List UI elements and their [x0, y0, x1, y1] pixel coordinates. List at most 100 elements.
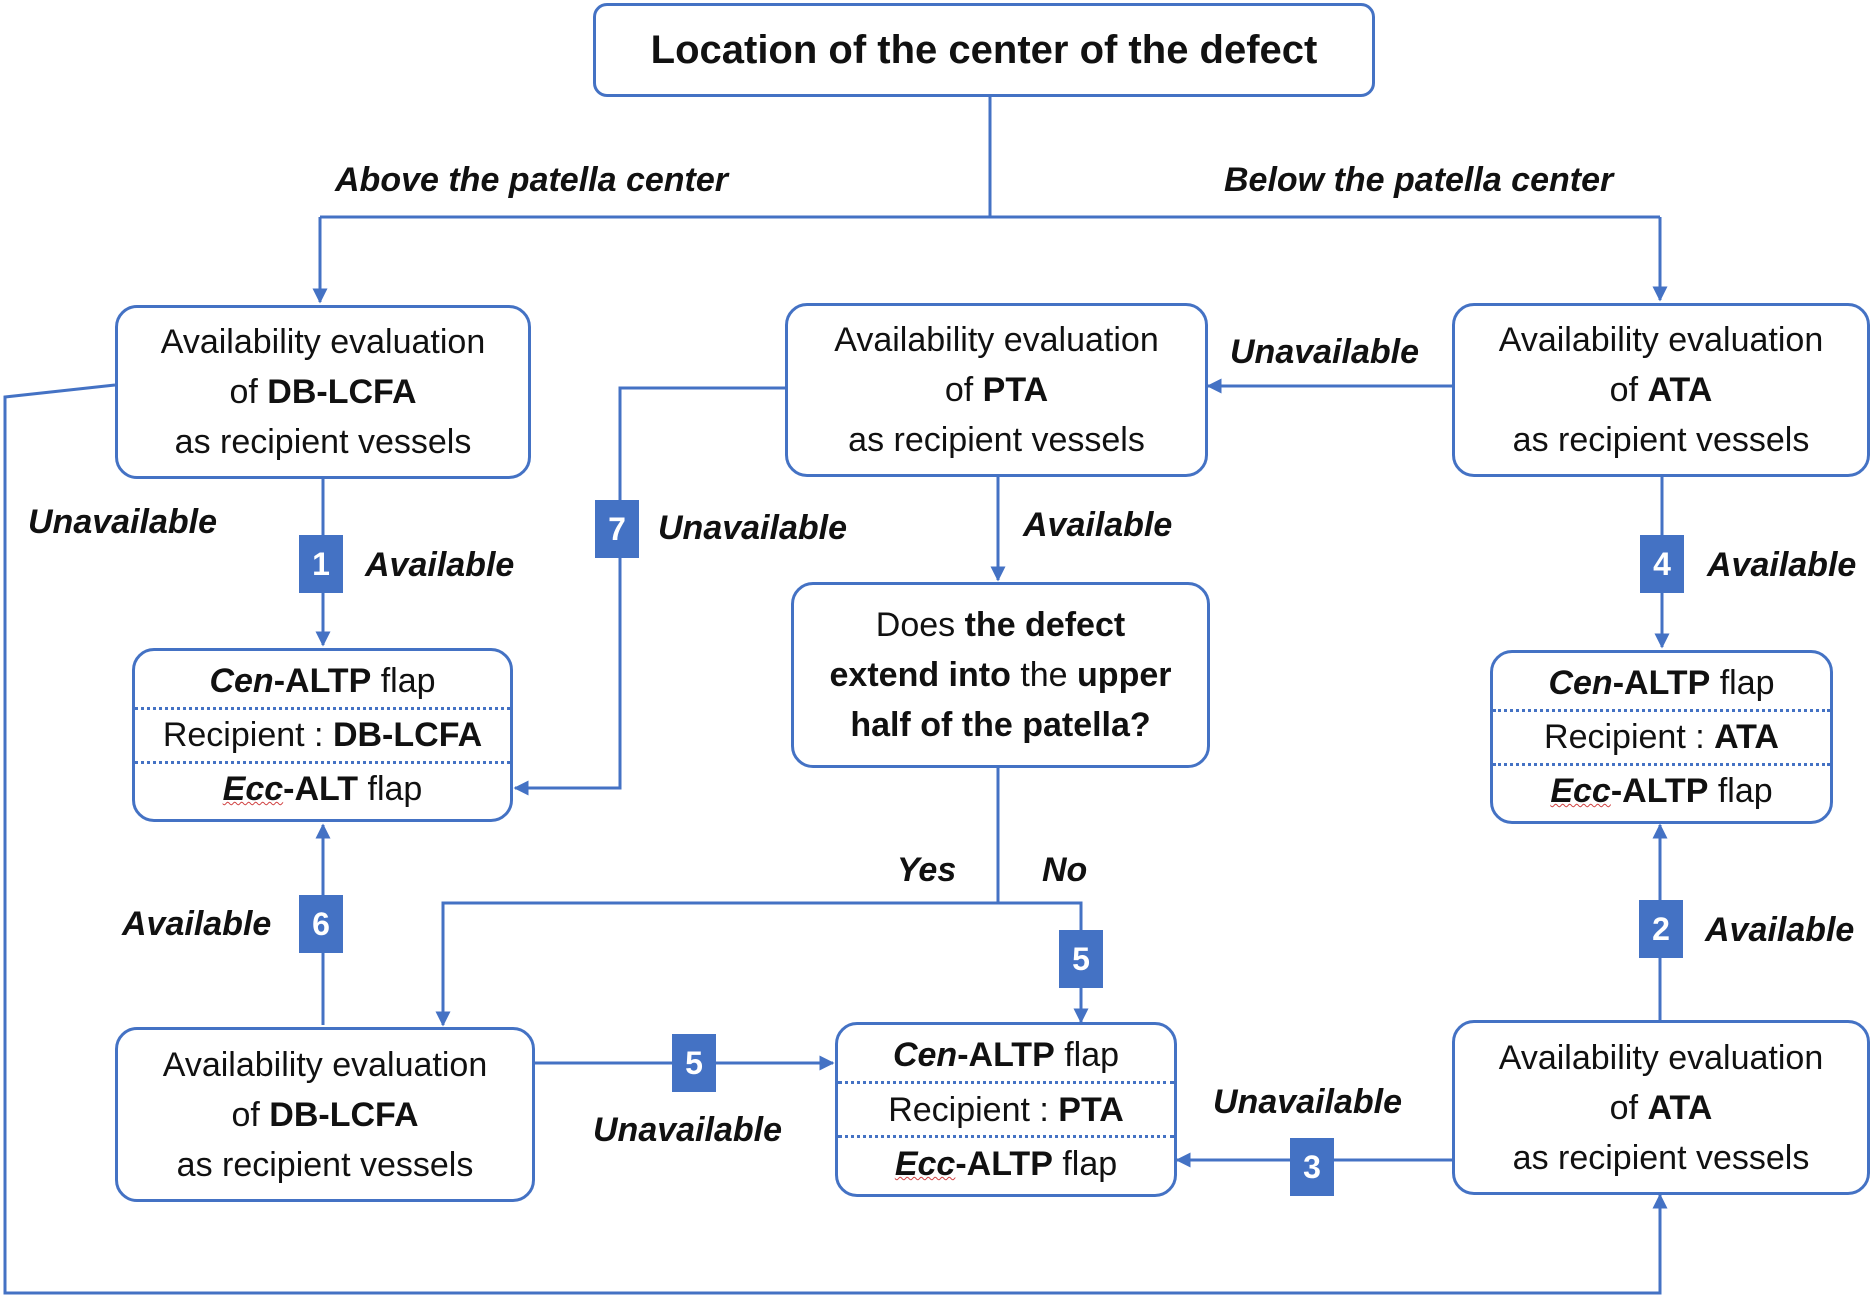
flap-row-ecc: Ecc-ALT flap [135, 765, 510, 813]
eval-pta: Availability evaluation of PTA as recipi… [785, 303, 1208, 477]
label-available-2: Available [1705, 911, 1855, 949]
label-below: Below the patella center [1224, 161, 1614, 199]
question-extend-into: extend into [829, 656, 1011, 694]
flap-separator [838, 1135, 1174, 1139]
question-the-defect: the defect [964, 606, 1126, 644]
eval-ata-bottom: Availability evaluation of ATA as recipi… [1452, 1020, 1870, 1195]
flap-ecc: Ecc [222, 770, 284, 808]
flap-word: flap [1717, 772, 1773, 810]
flap-word: flap [380, 662, 436, 700]
eval-of: of [1609, 1088, 1639, 1127]
label-available-4: Available [1707, 546, 1857, 584]
question-the: the [1020, 656, 1068, 694]
label-unavailable-5: Unavailable [593, 1111, 782, 1149]
title-box: Location of the center of the defect [593, 3, 1375, 97]
question-does: Does [875, 606, 956, 644]
eval-line3: as recipient vessels [174, 423, 472, 461]
arrow-yes-to-dblcfa-bottom [435, 901, 998, 1027]
question-box: Does the defect extend into the upper ha… [791, 582, 1210, 768]
eval-line1: Availability evaluation [1498, 1038, 1824, 1077]
flap-recipient: Recipient : [888, 1090, 1049, 1129]
eval-vessel: DB-LCFA [269, 1095, 419, 1134]
eval-line1: Availability evaluation [162, 1045, 488, 1084]
eval-dblcfa-top: Availability evaluation of DB-LCFA as re… [115, 305, 531, 479]
eval-vessel: DB-LCFA [267, 373, 417, 411]
flap-row-cen: Cen-ALTP flap [135, 657, 510, 705]
step-badge-2: 2 [1639, 900, 1683, 958]
flap-recipient: Recipient : [1544, 718, 1705, 756]
eval-of: of [231, 1095, 260, 1134]
flap-box-dblcfa: Cen-ALTP flap Recipient : DB-LCFA Ecc-AL… [132, 648, 513, 822]
flap-altp: -ALTP [957, 1036, 1055, 1074]
label-unavailable-7: Unavailable [658, 509, 847, 547]
flap-altp: -ALTP [273, 662, 372, 700]
flap-separator [135, 760, 510, 764]
flap-row-recipient: Recipient : PTA [838, 1086, 1174, 1134]
flap-row-cen: Cen-ALTP flap [838, 1031, 1174, 1079]
flap-separator [1493, 762, 1830, 766]
flap-box-ata: Cen-ALTP flap Recipient : ATA Ecc-ALTP f… [1490, 650, 1833, 824]
label-unavailable-3: Unavailable [1213, 1083, 1402, 1121]
eval-line3: as recipient vessels [848, 421, 1145, 459]
flap-separator [1493, 708, 1830, 712]
eval-line3: as recipient vessels [176, 1145, 474, 1184]
flap-ecc: Ecc [1550, 772, 1611, 810]
eval-vessel: ATA [1647, 371, 1713, 409]
flap-altp: -ALTP [1612, 664, 1711, 702]
flap-row-ecc: Ecc-ALTP flap [838, 1140, 1174, 1188]
label-unavailable-dblcfa-top: Unavailable [28, 503, 217, 541]
flap-cen: Cen [209, 662, 274, 700]
question-upper: upper [1077, 656, 1172, 694]
flap-row-ecc: Ecc-ALTP flap [1493, 767, 1830, 815]
label-above: Above the patella center [335, 161, 729, 199]
flap-row-recipient: Recipient : DB-LCFA [135, 711, 510, 759]
flap-vessel: ATA [1714, 718, 1779, 756]
step-badge-1: 1 [299, 535, 343, 593]
step-badge-5-lower: 5 [672, 1034, 716, 1092]
flap-altp: -ALTP [955, 1145, 1053, 1183]
page-title: Location of the center of the defect [650, 28, 1318, 72]
eval-of: of [229, 373, 258, 411]
connector-pta-unavailable-7 [513, 386, 785, 796]
flap-separator [838, 1080, 1174, 1084]
eval-line3: as recipient vessels [1512, 421, 1810, 459]
eval-dblcfa-bottom: Availability evaluation of DB-LCFA as re… [115, 1027, 535, 1202]
flap-separator [135, 706, 510, 710]
eval-line1: Availability evaluation [1498, 321, 1824, 359]
question-half: half of the patella? [850, 706, 1151, 744]
step-badge-5-upper: 5 [1059, 930, 1103, 988]
flap-altp: -ALTP [1610, 772, 1709, 810]
flap-word: flap [1062, 1145, 1118, 1183]
step-badge-4: 4 [1640, 535, 1684, 593]
flap-row-recipient: Recipient : ATA [1493, 713, 1830, 761]
flap-vessel: PTA [1058, 1090, 1124, 1129]
label-available-pta: Available [1023, 506, 1173, 544]
eval-ata-top: Availability evaluation of ATA as recipi… [1452, 303, 1870, 477]
flap-alt: -ALT [283, 770, 359, 808]
step-badge-6: 6 [299, 895, 343, 953]
step-badge-3: 3 [1290, 1138, 1334, 1196]
eval-line1: Availability evaluation [160, 323, 486, 361]
flap-word: flap [1719, 664, 1775, 702]
eval-line3: as recipient vessels [1512, 1138, 1810, 1177]
label-available-6: Available [122, 905, 272, 943]
eval-vessel: PTA [982, 371, 1049, 409]
flap-recipient: Recipient : [162, 716, 324, 754]
label-yes: Yes [897, 851, 957, 889]
flap-cen: Cen [1548, 664, 1613, 702]
flap-ecc: Ecc [894, 1145, 956, 1183]
step-badge-7: 7 [595, 500, 639, 558]
flap-vessel: DB-LCFA [332, 716, 483, 754]
flap-row-cen: Cen-ALTP flap [1493, 659, 1830, 707]
label-unavailable-ata-pta: Unavailable [1230, 333, 1419, 371]
eval-of: of [1609, 371, 1639, 409]
flap-word: flap [1064, 1036, 1120, 1074]
eval-vessel: ATA [1647, 1088, 1713, 1127]
flap-box-pta: Cen-ALTP flap Recipient : PTA Ecc-ALTP f… [835, 1022, 1177, 1197]
label-no: No [1042, 851, 1088, 889]
flap-cen: Cen [892, 1036, 958, 1074]
eval-line1: Availability evaluation [834, 321, 1159, 359]
label-available-1: Available [365, 546, 515, 584]
connector-dblcfa-unavailable-loop [3, 383, 1668, 1295]
flap-word: flap [367, 770, 423, 808]
